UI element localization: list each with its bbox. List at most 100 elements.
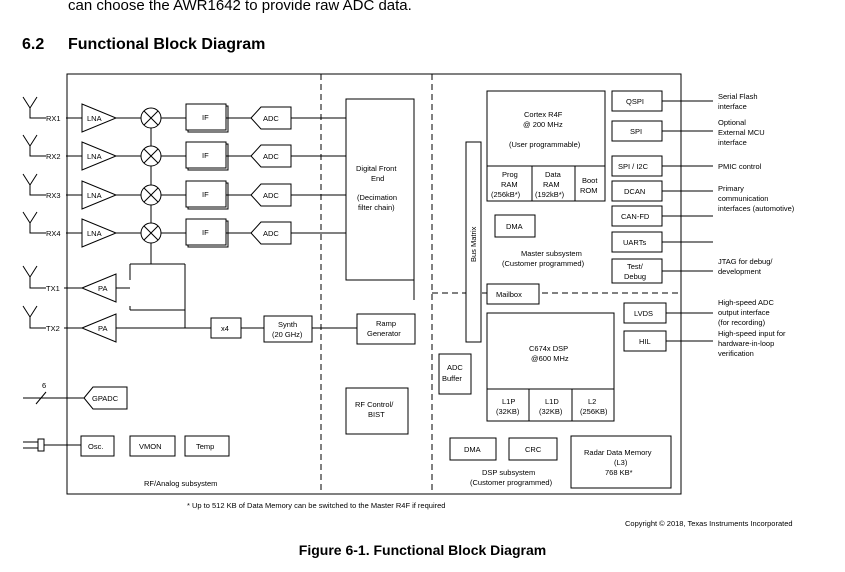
- dcan-block: DCAN: [611, 180, 663, 202]
- if-label: IF: [202, 113, 209, 122]
- l1p-label: L1P: [502, 397, 515, 406]
- data-ram-label: (192kB*): [535, 190, 565, 199]
- svg-text:x4: x4: [221, 324, 229, 333]
- adc-label: ADC: [263, 229, 279, 238]
- mailbox-block: Mailbox: [486, 283, 540, 305]
- data-ram-label: Data: [545, 170, 562, 179]
- ext-label-lvds: High-speed ADC: [718, 298, 774, 307]
- svg-text:DMA: DMA: [506, 222, 523, 231]
- l2-label: L2: [588, 397, 596, 406]
- svg-text:Ramp: Ramp: [376, 319, 396, 328]
- if-label: IF: [202, 228, 209, 237]
- section-number: 6.2: [22, 36, 45, 53]
- svg-text:Test/: Test/: [627, 262, 644, 271]
- lna-label: LNA: [87, 229, 102, 238]
- prog-ram-label: RAM: [501, 180, 518, 189]
- pa-label: PA: [98, 324, 107, 333]
- tx2-label: TX2: [46, 324, 60, 333]
- crc-block: CRC: [508, 437, 558, 461]
- svg-text:BIST: BIST: [368, 410, 385, 419]
- rx3-label: RX3: [46, 191, 61, 200]
- osc-block: Osc.: [80, 435, 115, 457]
- tx-chain-2: TX2 PA: [22, 305, 211, 343]
- rf-subsystem-label: RF/Analog subsystem: [144, 479, 217, 488]
- l2-label: (256KB): [580, 407, 608, 416]
- svg-text:(L3): (L3): [614, 458, 628, 467]
- tx1-label: TX1: [46, 284, 60, 293]
- mixer-icon: [140, 184, 162, 206]
- lna-label: LNA: [87, 191, 102, 200]
- svg-text:QSPI: QSPI: [626, 97, 644, 106]
- l1p-label: (32KB): [496, 407, 520, 416]
- rx-chain-1: RX1 LNA IF ADC: [22, 96, 346, 133]
- rx4-label: RX4: [46, 229, 61, 238]
- svg-text:Synth: Synth: [278, 320, 297, 329]
- bus-matrix: Bus Matrix: [465, 141, 482, 343]
- hil-block: HIL: [623, 330, 667, 352]
- digital-front-end-block: Digital Front End (Decimation filter cha…: [345, 98, 415, 281]
- svg-text:@600 MHz: @600 MHz: [531, 354, 569, 363]
- svg-text:6: 6: [42, 381, 46, 390]
- rx-chain-4: RX4 LNA IF ADC: [22, 211, 346, 248]
- svg-text:Debug: Debug: [624, 272, 646, 281]
- svg-text:Radar Data Memory: Radar Data Memory: [584, 448, 652, 457]
- svg-text:UARTs: UARTs: [623, 238, 646, 247]
- cortex-r4f-block: Cortex R4F @ 200 MHz (User programmable)…: [486, 90, 606, 202]
- prog-ram-label: Prog: [502, 170, 518, 179]
- lna-label: LNA: [87, 114, 102, 123]
- svg-text:Cortex R4F: Cortex R4F: [524, 110, 563, 119]
- x4-block: x4: [210, 317, 242, 339]
- boot-rom-label: ROM: [580, 186, 598, 195]
- lvds-block: LVDS: [623, 302, 667, 324]
- rx1-label: RX1: [46, 114, 61, 123]
- ext-label-hil: hardware-in-loop: [718, 339, 774, 348]
- ext-label-qspi: interface: [718, 102, 747, 111]
- mixer-icon: [140, 145, 162, 167]
- svg-text:Osc.: Osc.: [88, 442, 103, 451]
- intro-text: can choose the AWR1642 to provide raw AD…: [68, 0, 412, 14]
- prog-ram-label: (256kB*): [491, 190, 521, 199]
- svg-text:DCAN: DCAN: [624, 187, 645, 196]
- temp-block: Temp: [184, 435, 230, 457]
- mixer-icon: [140, 222, 162, 244]
- svg-text:filter chain): filter chain): [358, 203, 395, 212]
- tx-chain-1: TX1 PA: [22, 265, 130, 303]
- adc-label: ADC: [263, 152, 279, 161]
- master-subsystem-label: Master subsystem: [521, 249, 582, 258]
- adc-label: ADC: [263, 114, 279, 123]
- test-debug-block: Test/ Debug: [611, 258, 663, 284]
- adc-buffer-block: ADC Buffer: [438, 353, 472, 395]
- svg-text:C674x DSP: C674x DSP: [529, 344, 568, 353]
- radar-data-memory-block: Radar Data Memory (L3) 768 KB*: [570, 435, 672, 489]
- ext-label-hil: verification: [718, 349, 754, 358]
- svg-text:Bus Matrix: Bus Matrix: [469, 226, 478, 262]
- svg-text:@ 200 MHz: @ 200 MHz: [523, 120, 563, 129]
- l1d-label: (32KB): [539, 407, 563, 416]
- external-interface-lines: [662, 100, 713, 342]
- synth-block: Synth (20 GHz): [263, 315, 313, 343]
- svg-text:HIL: HIL: [639, 337, 651, 346]
- svg-text:Generator: Generator: [367, 329, 401, 338]
- dsp-subsystem-label: (Customer programmed): [470, 478, 553, 487]
- rf-control-bist-block: RF Control/ BIST: [345, 387, 409, 435]
- pa-label: PA: [98, 284, 107, 293]
- svg-text:SPI / I2C: SPI / I2C: [618, 162, 649, 171]
- svg-text:Temp: Temp: [196, 442, 214, 451]
- svg-text:(Decimation: (Decimation: [357, 193, 397, 202]
- device-boundary: [66, 73, 682, 495]
- ext-label-lvds: (for recording): [718, 318, 766, 327]
- svg-text:RF Control/: RF Control/: [355, 400, 394, 409]
- uarts-block: UARTs: [611, 231, 663, 253]
- svg-text:Digital Front: Digital Front: [356, 164, 397, 173]
- svg-text:VMON: VMON: [139, 442, 162, 451]
- svg-text:(User programmable): (User programmable): [509, 140, 581, 149]
- dsp-dma-block: DMA: [449, 437, 497, 461]
- vmon-block: VMON: [129, 435, 176, 457]
- c674x-dsp-block: C674x DSP @600 MHz L1P (32KB) L1D (32KB)…: [486, 312, 615, 422]
- can-fd-block: CAN-FD: [611, 205, 663, 227]
- svg-text:End: End: [371, 174, 384, 183]
- mixer-icon: [140, 107, 162, 129]
- adc-label: ADC: [263, 191, 279, 200]
- svg-text:CRC: CRC: [525, 445, 542, 454]
- ext-label-comm: interfaces (automotive): [718, 204, 795, 213]
